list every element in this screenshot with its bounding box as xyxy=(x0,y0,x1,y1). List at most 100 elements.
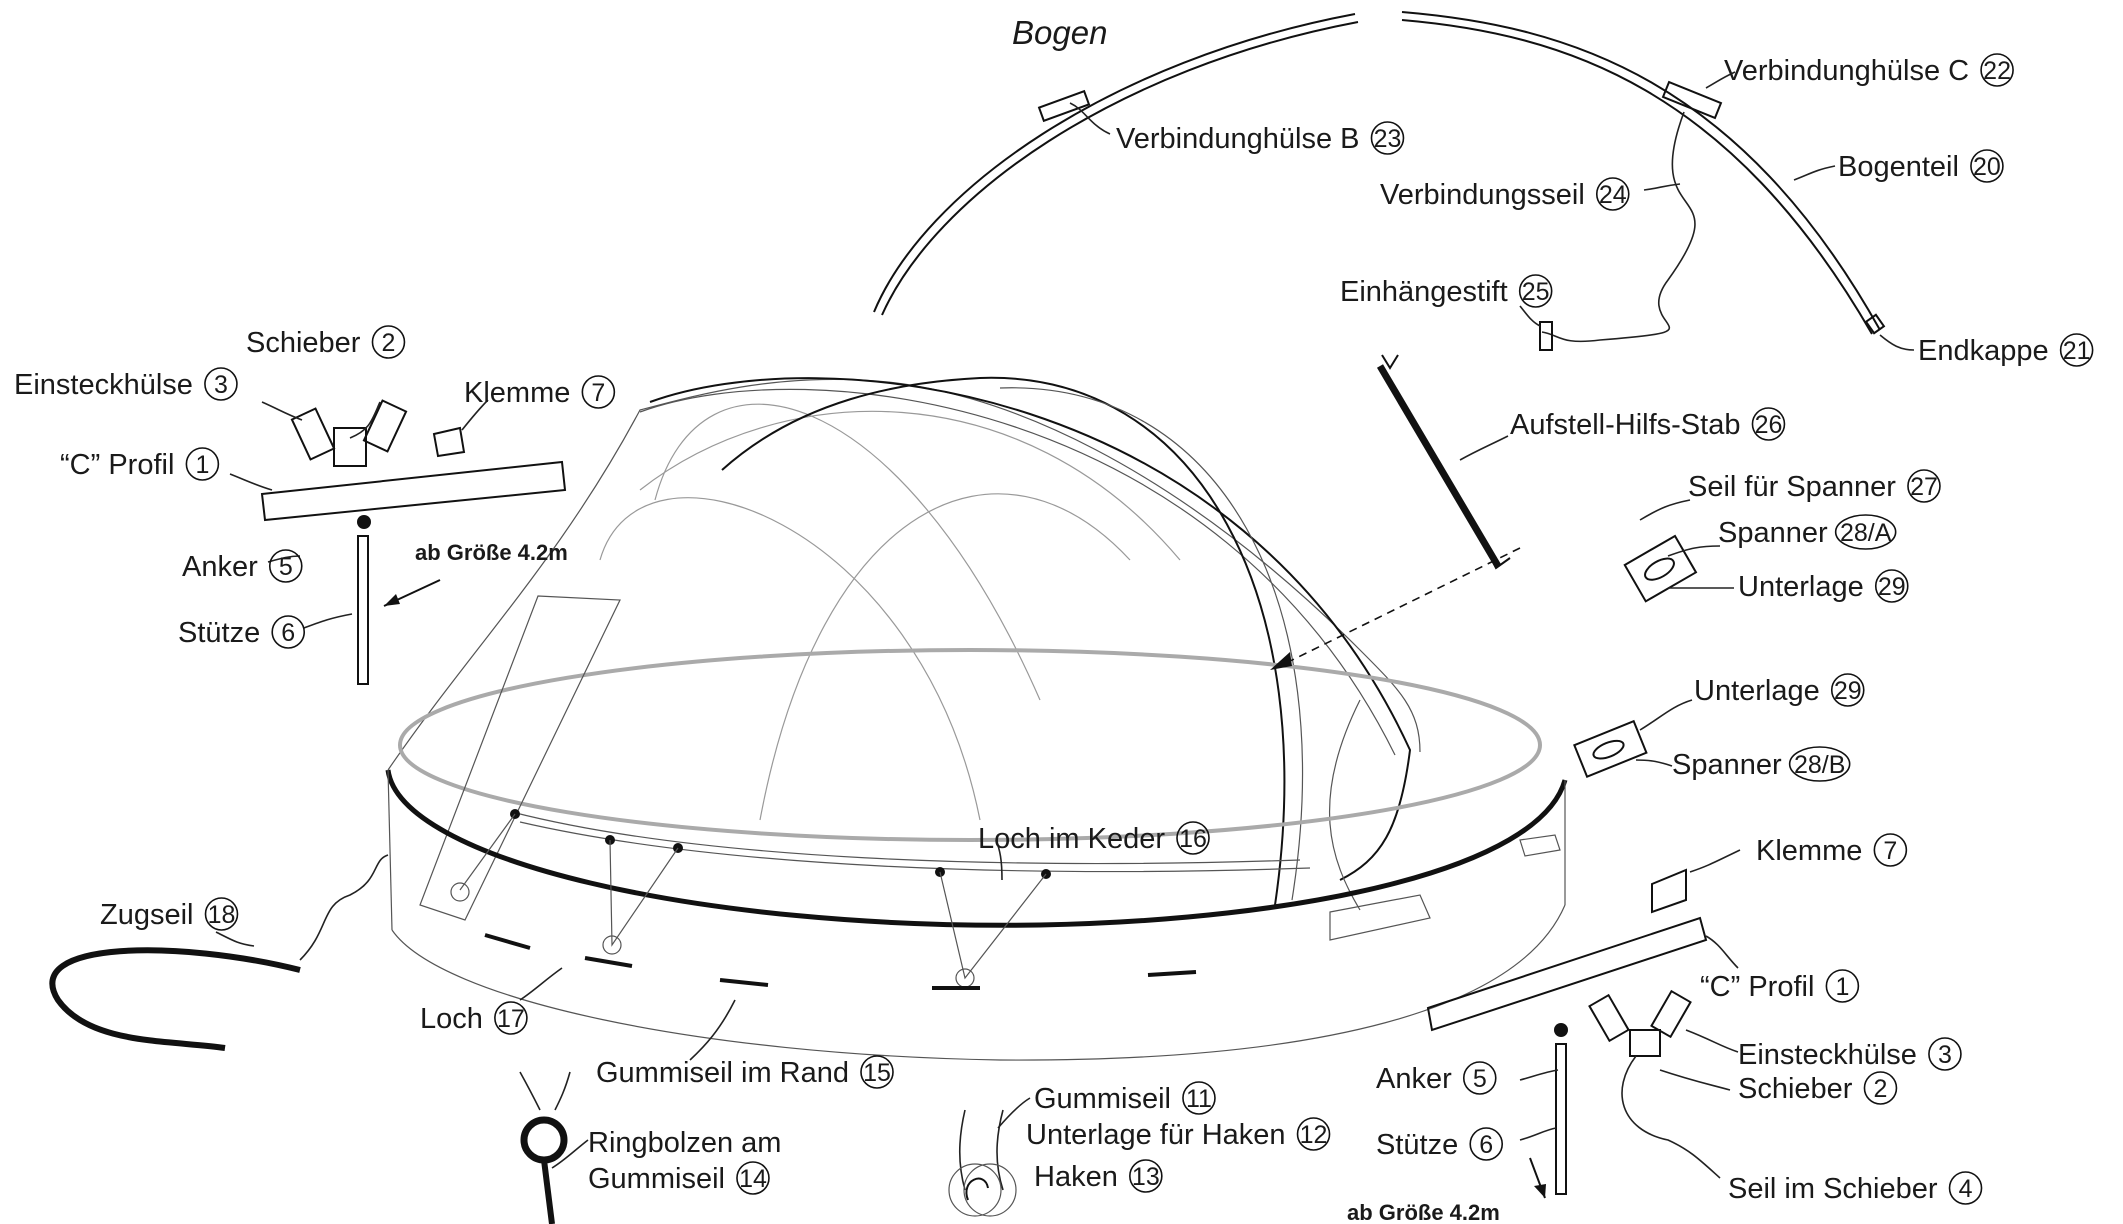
number-circle-stuetze-right xyxy=(1469,1127,1504,1161)
c-profil-left-part xyxy=(260,460,567,522)
label-text-seil-fuer-spanner: Seil für Spanner xyxy=(1688,471,1896,503)
stuetze-left-part xyxy=(357,535,369,685)
klemme-left-part xyxy=(432,426,466,458)
label-stuetze-right: Stütze 6 xyxy=(1376,1127,1504,1161)
number-circle-anker-right xyxy=(1462,1061,1497,1095)
number-verbindunghuelse-c: 22 xyxy=(1983,57,2011,85)
label-unterlage-fuer-haken: Unterlage für Haken 12 xyxy=(1026,1117,1331,1151)
pointer-arrow xyxy=(1279,547,1521,667)
number-circle-ringbolzen-line2 xyxy=(736,1161,770,1195)
dome-cover xyxy=(385,376,1568,1061)
number-loch-im-keder: 16 xyxy=(1179,825,1207,853)
number-circle-einsteckhuelse-left xyxy=(204,367,238,401)
number-endkappe: 21 xyxy=(2063,337,2091,365)
label-text-unterlage-top: Unterlage xyxy=(1738,571,1864,603)
number-loch: 17 xyxy=(497,1005,525,1033)
number-stuetze-left: 6 xyxy=(281,619,295,647)
label-text-stuetze-left: Stütze xyxy=(178,617,260,649)
number-circle-schieber-left xyxy=(371,325,406,359)
keder-holes xyxy=(450,809,1051,988)
label-text-loch-im-keder: Loch im Keder xyxy=(978,823,1165,855)
label-text-unterlage-bottom: Unterlage xyxy=(1694,675,1820,707)
number-unterlage-fuer-haken: 12 xyxy=(1300,1121,1328,1149)
number-spanner-b: 28/B xyxy=(1794,751,1845,779)
number-circle-haken xyxy=(1129,1159,1163,1193)
anker-left-part xyxy=(357,515,371,529)
number-einsteckhuelse-left: 3 xyxy=(214,371,228,399)
number-circle-bogenteil xyxy=(1970,149,2004,183)
einsteckhuelse-left-part-b xyxy=(362,399,408,453)
endkappe-cap xyxy=(1864,313,1886,335)
number-verbindunghuelse-b: 23 xyxy=(1374,125,1402,153)
number-einhaengestift: 25 xyxy=(1522,278,1550,306)
number-gummiseil-im-rand: 15 xyxy=(863,1059,891,1087)
label-seil-im-schieber: Seil im Schieber 4 xyxy=(1728,1171,1983,1205)
label-text-seil-im-schieber: Seil im Schieber xyxy=(1728,1173,1938,1205)
label-text-anker-right: Anker xyxy=(1376,1063,1452,1095)
number-circle-unterlage-fuer-haken xyxy=(1296,1117,1331,1151)
label-text-endkappe: Endkappe xyxy=(1918,335,2049,367)
gummiseil-segments xyxy=(484,933,1197,990)
number-circle-verbindungsseil xyxy=(1595,177,1630,211)
label-text-verbindungsseil: Verbindungsseil xyxy=(1380,179,1585,211)
number-circle-gummiseil xyxy=(1182,1081,1216,1115)
label-text-einsteckhuelse-right: Einsteckhülse xyxy=(1738,1039,1917,1071)
spanner-a-part xyxy=(1623,534,1698,603)
einhaengestift-pin xyxy=(1539,321,1553,351)
haken-detail xyxy=(948,1109,1017,1217)
right-parts xyxy=(1270,354,1721,1199)
label-text-bogenteil: Bogenteil xyxy=(1838,151,1959,183)
number-circle-spanner-a xyxy=(1834,514,1897,550)
label-text-ringbolzen-line2: Gummiseil xyxy=(588,1163,725,1195)
number-circle-unterlage-top xyxy=(1874,569,1909,603)
label-verbindunghuelse-b: Verbindunghülse B 23 xyxy=(1116,121,1405,155)
number-circle-klemme-right xyxy=(1873,833,1908,867)
number-circle-schieber-right xyxy=(1863,1071,1898,1105)
leader-lines xyxy=(215,71,1915,1169)
number-gummiseil: 11 xyxy=(1186,1085,1212,1113)
number-circle-seil-fuer-spanner xyxy=(1907,469,1941,503)
number-stuetze-right: 6 xyxy=(1479,1131,1493,1159)
number-c-profil-right: 1 xyxy=(1835,973,1849,1001)
stuetze-right-part xyxy=(1555,1043,1567,1195)
verbindunghuelse-b-sleeve xyxy=(1037,89,1091,123)
number-anker-left: 5 xyxy=(279,553,293,581)
verbindunghuelse-c-sleeve xyxy=(1661,80,1723,120)
label-text-zugseil: Zugseil xyxy=(100,899,194,931)
label-text-stuetze-right: Stütze xyxy=(1376,1129,1458,1161)
number-circle-seil-im-schieber xyxy=(1948,1171,1983,1205)
number-circle-unterlage-bottom xyxy=(1830,673,1865,707)
number-c-profil-left: 1 xyxy=(195,451,209,479)
number-circle-endkappe xyxy=(2059,333,2094,367)
number-spanner-a: 28/A xyxy=(1840,519,1892,547)
label-text-ringbolzen-line1: Ringbolzen am xyxy=(588,1127,781,1159)
label-stuetze-left: Stütze 6 xyxy=(178,615,306,649)
anker-right-part xyxy=(1554,1023,1568,1037)
number-seil-im-schieber: 4 xyxy=(1959,1175,1973,1203)
label-text-unterlage-fuer-haken: Unterlage für Haken xyxy=(1026,1119,1286,1151)
bogen-arch xyxy=(873,11,1886,351)
number-klemme-right: 7 xyxy=(1883,837,1897,865)
label-text-schieber-left: Schieber xyxy=(246,327,361,359)
label-text-verbindunghuelse-b: Verbindunghülse B xyxy=(1116,123,1359,155)
